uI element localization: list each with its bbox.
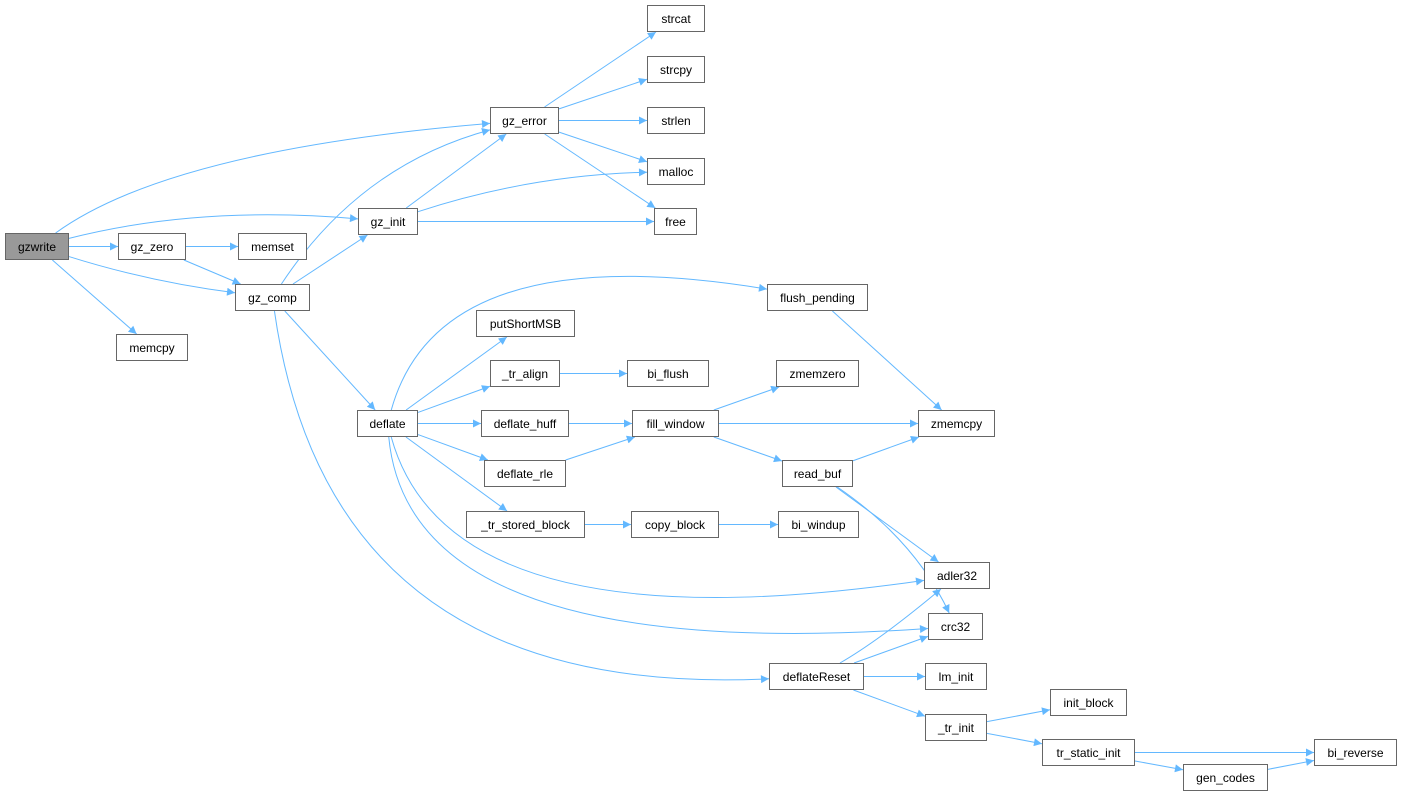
edge-gen_codes-to-bi_reverse: [1267, 758, 1315, 770]
edge-_tr_init-to-init_block: [986, 707, 1051, 723]
edge-deflate-to-putShortMSB: [405, 336, 508, 411]
node-deflate[interactable]: deflate: [357, 410, 418, 437]
node-strcpy[interactable]: strcpy: [647, 56, 705, 83]
node-read-buf[interactable]: read_buf: [782, 460, 853, 487]
edge-gz_comp-to-deflate: [284, 310, 376, 411]
node-zmemzero[interactable]: zmemzero: [776, 360, 859, 387]
node-crc32[interactable]: crc32: [928, 613, 983, 640]
node-flush-pending[interactable]: flush_pending: [767, 284, 868, 311]
edge-gz_comp-to-gz_error: [280, 128, 491, 285]
node-memset[interactable]: memset: [238, 233, 307, 260]
node-gzwrite[interactable]: gzwrite: [5, 233, 69, 260]
edge-gzwrite-to-memcpy: [52, 259, 137, 335]
node-malloc[interactable]: malloc: [647, 158, 705, 185]
edge-deflate-to-deflate_rle: [417, 434, 489, 462]
edge-deflateReset-to-_tr_init: [853, 689, 926, 718]
edge-gzwrite-to-gz_init: [68, 214, 359, 239]
node-gz-zero[interactable]: gz_zero: [118, 233, 186, 260]
edge-fill_window-to-zmemzero: [713, 385, 780, 411]
edge-deflate-to-_tr_align: [417, 385, 491, 413]
edge-gz_error-to-free: [544, 133, 656, 209]
node-init-block[interactable]: init_block: [1050, 689, 1127, 716]
node-gz-error[interactable]: gz_error: [490, 107, 559, 134]
node-fill-window[interactable]: fill_window: [632, 410, 719, 437]
node-tr-init[interactable]: _tr_init: [925, 714, 987, 741]
edge-flush_pending-to-zmemcpy: [832, 310, 942, 411]
edge-gz_zero-to-gz_comp: [183, 259, 241, 285]
edge-deflateReset-to-adler32: [839, 588, 942, 664]
node-bi-windup[interactable]: bi_windup: [778, 511, 859, 538]
node-bi-reverse[interactable]: bi_reverse: [1314, 739, 1397, 766]
node-tr-stored-block[interactable]: _tr_stored_block: [466, 511, 585, 538]
node-memcpy[interactable]: memcpy: [116, 334, 188, 361]
node-copy-block[interactable]: copy_block: [631, 511, 719, 538]
edge-gz_init-to-gz_error: [405, 133, 507, 209]
edge-read_buf-to-adler32: [835, 486, 939, 563]
edge-gz_error-to-malloc: [558, 131, 648, 163]
node-deflate-rle[interactable]: deflate_rle: [484, 460, 566, 487]
edge-read_buf-to-zmemcpy: [852, 435, 920, 462]
edge-deflate-to-_tr_stored_block: [405, 436, 508, 512]
edge-gz_init-to-malloc: [417, 168, 648, 213]
edge-deflate-to-flush_pending: [390, 275, 768, 411]
node-free[interactable]: free: [654, 208, 697, 235]
node-putShortMSB[interactable]: putShortMSB: [476, 310, 575, 337]
edge-deflate_rle-to-fill_window: [565, 435, 636, 461]
edge-_tr_init-to-tr_static_init: [986, 732, 1043, 747]
edge-deflate-to-crc32: [388, 436, 929, 634]
node-deflate-huff[interactable]: deflate_huff: [481, 410, 569, 437]
edge-gz_error-to-strcat: [544, 31, 657, 108]
edge-read_buf-to-crc32: [837, 486, 950, 614]
node-bi-flush[interactable]: bi_flush: [627, 360, 709, 387]
edge-gz_error-to-strcpy: [558, 78, 648, 110]
node-gen-codes[interactable]: gen_codes: [1183, 764, 1268, 791]
node-lm-init[interactable]: lm_init: [925, 663, 987, 690]
edge-deflate-to-adler32: [390, 436, 925, 598]
node-zmemcpy[interactable]: zmemcpy: [918, 410, 995, 437]
edge-fill_window-to-read_buf: [713, 436, 783, 463]
node-adler32[interactable]: adler32: [924, 562, 990, 589]
edge-gz_comp-to-deflateReset: [273, 310, 770, 684]
node-strcat[interactable]: strcat: [647, 5, 705, 32]
node-strlen[interactable]: strlen: [647, 107, 705, 134]
edge-tr_static_init-to-gen_codes: [1134, 760, 1184, 773]
node-gz-init[interactable]: gz_init: [358, 208, 418, 235]
node-tr-static-init[interactable]: tr_static_init: [1042, 739, 1135, 766]
edge-gz_comp-to-gz_init: [292, 234, 368, 285]
edge-gzwrite-to-gz_error: [55, 120, 491, 234]
node-gz-comp[interactable]: gz_comp: [235, 284, 310, 311]
node-deflateReset[interactable]: deflateReset: [769, 663, 864, 690]
edge-gzwrite-to-gz_comp: [68, 256, 236, 296]
edge-deflateReset-to-crc32: [853, 635, 929, 664]
node-tr-align[interactable]: _tr_align: [490, 360, 560, 387]
